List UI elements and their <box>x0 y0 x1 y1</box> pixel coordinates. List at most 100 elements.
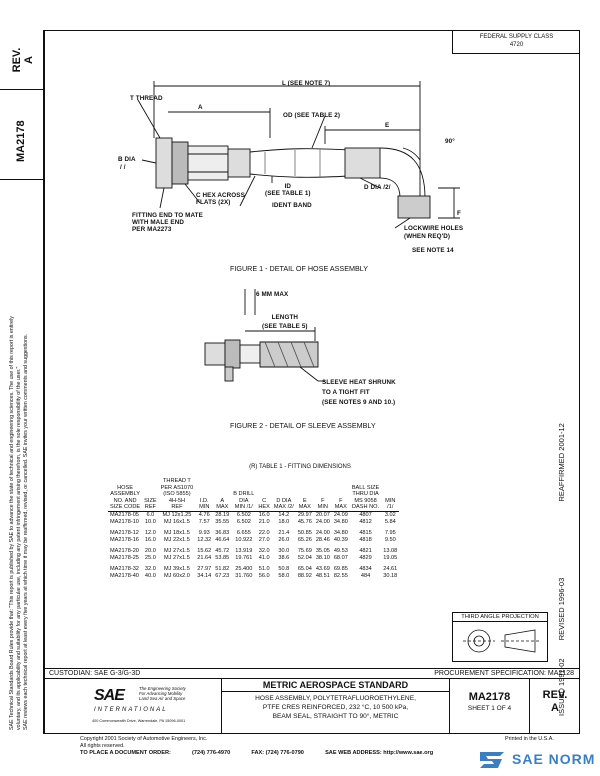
table-cell: 65.04 <box>297 565 312 572</box>
table-cell: 10.922 <box>235 536 253 543</box>
phone: (724) 776-4970 <box>191 750 231 756</box>
table-cell: MA2178-32 <box>110 565 139 572</box>
doc-number-title: MA2178 <box>468 691 511 703</box>
table-cell: 38.10 <box>315 554 330 561</box>
table-cell: 35.55 <box>215 518 230 525</box>
watermark-text: SAE NORM <box>512 751 596 767</box>
table-cell: MJ 12x1.25 <box>162 511 192 518</box>
table-cell: MJ 22x1.5 <box>164 536 190 543</box>
doc-number: MA2178 <box>15 120 27 162</box>
table-cell: 56.0 <box>258 572 270 579</box>
drawing-frame <box>44 30 580 734</box>
od-label: OD (SEE TABLE 2) <box>283 112 341 119</box>
description-line: BEAM SEAL, STRAIGHT TO 90°, METRIC <box>272 713 399 720</box>
column-header: SIZE REF <box>142 478 159 512</box>
sae-norm-logo-icon <box>480 752 504 768</box>
table-cell: 45.72 <box>215 547 230 554</box>
sae-address: 400 Commonwealth Drive, Warrendale, PA 1… <box>92 719 186 723</box>
table-cell: 20.07 <box>315 511 330 518</box>
l-dim-label: L (SEE NOTE 7) <box>282 80 331 87</box>
table-cell: 45.76 <box>297 518 312 525</box>
column-header: MIN /1/ <box>381 478 400 512</box>
table-cell: 12.32 <box>197 536 212 543</box>
lockwire-label: LOCKWIRE HOLES (WHEN REQ'D) <box>404 225 464 240</box>
table-cell: 22.0 <box>258 529 270 536</box>
column-header: F MIN <box>313 478 332 512</box>
table-cell: 28.46 <box>315 536 330 543</box>
e-dim-label: E <box>385 122 390 129</box>
table-cell: 69.85 <box>333 565 348 572</box>
disclaimer-line: SAE reviews each technical report at lea… <box>23 333 29 730</box>
table-cell: 75.69 <box>297 547 312 554</box>
rev-box: REV. A <box>0 30 44 90</box>
table-cell: 32.0 <box>258 547 270 554</box>
third-angle-projection: THIRD ANGLE PROJECTION <box>452 612 548 662</box>
fsc-label: FEDERAL SUPPLY CLASS <box>479 34 554 40</box>
table-cell: 29.97 <box>297 511 312 518</box>
table-cell: 4.76 <box>198 511 210 518</box>
table-cell: 5.84 <box>384 518 396 525</box>
rev-value-title: A <box>551 702 559 714</box>
disclaimer-line: voluntary, and its applicability and sui… <box>16 366 22 730</box>
number-cell: MA2178 SHEET 1 OF 4 <box>450 679 530 734</box>
figure1-caption: FIGURE 1 - DETAIL OF HOSE ASSEMBLY <box>230 264 369 273</box>
projection-title: THIRD ANGLE PROJECTION <box>453 613 547 622</box>
f-dim-label: F <box>457 210 461 217</box>
sae-logo-cell: SAE The Engineering Society For Advancin… <box>44 679 222 734</box>
table-cell: 34.14 <box>197 572 212 579</box>
doc-number-box: MA2178 <box>0 90 44 180</box>
rights: All rights reserved. <box>80 743 125 749</box>
table-cell: 34.80 <box>333 529 348 536</box>
web-address: SAE WEB ADDRESS: http://www.sae.org <box>325 750 434 756</box>
table-cell: 25.400 <box>235 565 253 572</box>
table-cell: 24.61 <box>383 565 398 572</box>
table-cell: 67.23 <box>215 572 230 579</box>
table-cell: 51.0 <box>258 565 270 572</box>
description-line: PTFE CRES REINFORCED, 232 °C, 10 500 kPa… <box>262 704 409 711</box>
rev-label: REV. <box>11 47 23 73</box>
disclaimer: SAE Technical Standards Board Rules prov… <box>9 190 30 730</box>
hose-assembly-drawing <box>137 81 460 229</box>
table-cell: 3.02 <box>384 511 396 518</box>
sae-international: INTERNATIONAL <box>94 707 168 713</box>
table-cell: 15.62 <box>197 547 212 554</box>
revision-cell: REV. A <box>530 679 580 734</box>
fitting-dimensions-table-wrap: HOSE ASSEMBLY NO. AND SIZE CODE SIZE REF… <box>108 478 506 580</box>
table-cell: 12.0 <box>144 529 156 536</box>
table-cell: MA2178-10 <box>110 518 139 525</box>
reaffirmed-text: REAFFIRMED 2001-12 <box>557 423 566 502</box>
table-cell: MJ 60x2.0 <box>164 572 190 579</box>
left-sidebar: REV. A MA2178 SAE Technical Standards Bo… <box>0 30 44 734</box>
column-header: B DRILL DIA MIN /1/ <box>231 478 257 512</box>
table-cell: 41.0 <box>258 554 270 561</box>
title-cell: METRIC AEROSPACE STANDARD HOSE ASSEMBLY,… <box>222 679 450 734</box>
table-cell: 50.8 <box>278 565 290 572</box>
table-cell: 30.0 <box>278 547 290 554</box>
sae-logo-text: SAE <box>94 687 125 704</box>
table-cell: 50.85 <box>297 529 312 536</box>
table-cell: 21.64 <box>197 554 212 561</box>
table-cell: 21.0 <box>258 518 270 525</box>
table-cell: 35.05 <box>315 547 330 554</box>
table-cell: 9.93 <box>198 529 210 536</box>
table-cell: 13.919 <box>235 547 253 554</box>
table-cell: 6.0 <box>146 511 155 518</box>
table-cell: 6.502 <box>236 511 251 518</box>
b-tol-label: / / <box>120 164 126 171</box>
fitting-end-label: FITTING END TO MATE WITH MALE END PER MA… <box>132 212 203 233</box>
sae-tagline: The Engineering Society For Advancing Mo… <box>139 686 186 701</box>
sae-norm-watermark: SAE NORM <box>478 748 596 772</box>
table-cell: 18.0 <box>278 518 290 525</box>
table-cell: 27.0 <box>258 536 270 543</box>
copyright: Copyright 2001 Society of Automotive Eng… <box>80 736 208 742</box>
projection-symbol-icon <box>463 629 539 653</box>
table-cell: 16.0 <box>144 536 156 543</box>
table-cell: 4829 <box>359 554 372 561</box>
copyright-block: Copyright 2001 Society of Automotive Eng… <box>80 736 207 750</box>
table-cell: 4818 <box>359 536 372 543</box>
table-cell: 4812 <box>359 518 372 525</box>
table-cell: 40.0 <box>144 572 156 579</box>
